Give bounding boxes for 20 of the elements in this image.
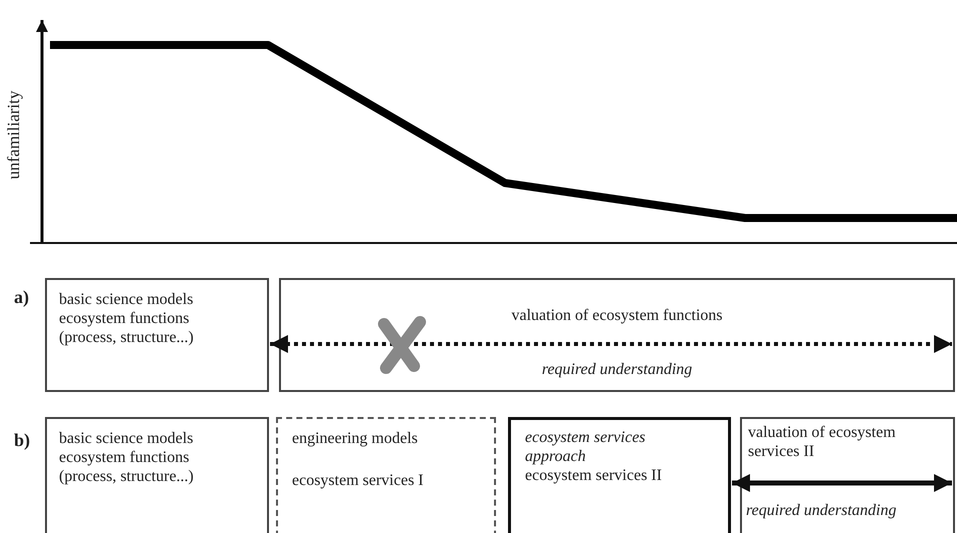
process-box: [740, 417, 955, 533]
box-text: ecosystem services II: [525, 466, 663, 485]
box-text: engineering models: [292, 429, 419, 448]
box-text: valuation of ecosystem services II: [748, 423, 897, 461]
process-box: [276, 417, 496, 533]
double-arrow: [732, 474, 952, 492]
process-box: [279, 278, 955, 392]
italic-caption: required understanding: [540, 360, 694, 379]
process-box: [508, 417, 731, 533]
axis-label: unfamiliarity: [4, 90, 24, 180]
box-text: valuation of ecosystem functions: [510, 306, 724, 325]
double-arrow: [270, 335, 952, 353]
process-box: [45, 278, 269, 392]
box-text: basic science models ecosystem functions (process, structure...): [59, 290, 195, 347]
row-label: b): [14, 430, 30, 451]
box-text: basic science models ecosystem functions (process, structure...): [59, 429, 195, 486]
italic-caption: required understanding: [746, 501, 898, 520]
box-text: ecosystem services I: [292, 471, 425, 490]
process-box: [45, 417, 269, 533]
row-label: a): [14, 287, 29, 308]
